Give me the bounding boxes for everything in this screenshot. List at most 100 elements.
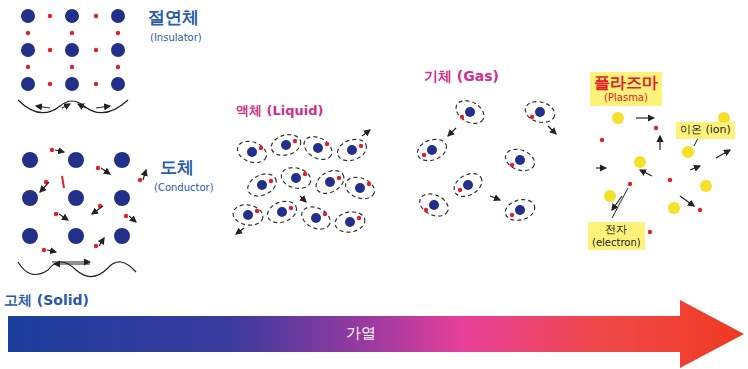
state-label: 고체 (Solid): [4, 292, 89, 308]
motion-arrow: [92, 206, 103, 214]
arrow-label: 가열: [8, 325, 714, 342]
orbit-ellipse: [334, 135, 369, 164]
atom-dot: [345, 217, 355, 227]
state-label: 절연체: [148, 8, 199, 28]
electron-dot: [255, 209, 259, 213]
ion-dot: [634, 156, 646, 168]
orbit-ellipse: [231, 203, 264, 228]
electron-dot: [94, 14, 98, 18]
orbit-ellipse: [269, 131, 303, 158]
electron-dot: [460, 115, 464, 119]
motion-arrow: [40, 182, 49, 192]
motion-arrow: [490, 196, 500, 200]
motion-arrow: [236, 228, 244, 234]
electron-dot: [116, 31, 120, 35]
state-label: 기체 (Gas): [424, 68, 499, 84]
motion-arrow: [129, 216, 136, 222]
motion-arrow: [54, 263, 90, 264]
box-label: 전자: [592, 224, 641, 237]
motion-arrow: [300, 196, 306, 202]
motion-arrow: [596, 167, 606, 168]
ion-dot: [604, 190, 616, 202]
box-label: (Plasma): [594, 92, 658, 104]
motion-arrow: [716, 150, 730, 158]
motion-arrow: [362, 130, 370, 136]
electron-dot: [26, 65, 30, 69]
atom-dot: [114, 190, 130, 206]
electron-label-box: 전자(electron): [588, 222, 645, 250]
orbit-ellipse: [244, 170, 280, 201]
ion-dot: [682, 146, 694, 158]
electron-dot: [94, 244, 98, 248]
arrow-body: [8, 300, 744, 368]
electron-dot: [424, 208, 428, 212]
orbit-ellipse: [414, 135, 449, 164]
electron-dot: [96, 166, 100, 170]
atom-dot: [21, 9, 35, 23]
atom-dot: [114, 228, 130, 244]
electron-dot: [654, 126, 658, 130]
electron-dot: [70, 31, 74, 35]
atom-dot: [243, 210, 253, 220]
orbit-ellipse: [342, 173, 377, 202]
heating-arrow: 가열: [8, 300, 744, 368]
electron-dot: [48, 14, 52, 18]
motion-arrow: [548, 126, 556, 134]
motion-arrow: [78, 104, 86, 108]
potential-curve: [18, 100, 128, 113]
electron-dot: [259, 146, 263, 150]
electron-dot: [337, 176, 341, 180]
state-label-english: (Insulator): [150, 32, 202, 44]
electron-dot: [124, 214, 128, 218]
atom-dot: [257, 180, 267, 190]
motion-arrow: [55, 150, 64, 152]
motion-arrow: [59, 214, 68, 220]
atom-dot: [68, 190, 84, 206]
electron-dot: [50, 148, 54, 152]
electron-mark: [62, 176, 64, 188]
box-label: (electron): [592, 237, 641, 249]
orbit-ellipse: [298, 203, 334, 234]
motion-arrow: [143, 170, 146, 180]
orbit-ellipse: [312, 166, 348, 198]
atom-dot: [114, 152, 130, 168]
orbit-ellipse: [300, 132, 336, 164]
atom-dot: [65, 9, 79, 23]
electron-dot: [26, 31, 30, 35]
ion-dot: [612, 112, 624, 124]
motion-arrow: [62, 104, 70, 108]
state-label: 액체 (Liquid): [236, 104, 323, 119]
atom-dot: [355, 183, 365, 193]
leader-line: [612, 188, 628, 218]
electron-dot: [138, 178, 142, 182]
motion-arrow: [640, 170, 652, 176]
electron-dot: [600, 138, 604, 142]
atom-dot: [535, 107, 545, 117]
atom-dot: [311, 213, 321, 223]
motion-arrow: [96, 106, 110, 108]
motion-arrow: [636, 117, 654, 118]
electron-dot: [48, 82, 52, 86]
electron-dot: [293, 139, 297, 143]
electron-dot: [42, 248, 46, 252]
motion-arrow: [99, 238, 104, 246]
atom-dot: [68, 228, 84, 244]
box-label: 플라즈마: [594, 74, 658, 92]
atom-dot: [65, 77, 79, 91]
electron-dot: [367, 182, 371, 186]
atom-dot: [22, 228, 38, 244]
atom-dot: [427, 145, 437, 155]
orbit-ellipse: [452, 96, 488, 128]
orbit-ellipse: [523, 98, 557, 125]
atom-dot: [465, 107, 475, 117]
ion-label-box: 이온 (ion): [676, 122, 735, 139]
electron-dot: [357, 216, 361, 220]
electron-dot: [323, 212, 327, 216]
atom-dot: [463, 180, 473, 190]
state-label: 도체: [160, 158, 194, 178]
atom-dot: [65, 43, 79, 57]
potential-curve: [18, 262, 136, 277]
orbit-ellipse: [234, 137, 269, 166]
electron-dot: [116, 65, 120, 69]
